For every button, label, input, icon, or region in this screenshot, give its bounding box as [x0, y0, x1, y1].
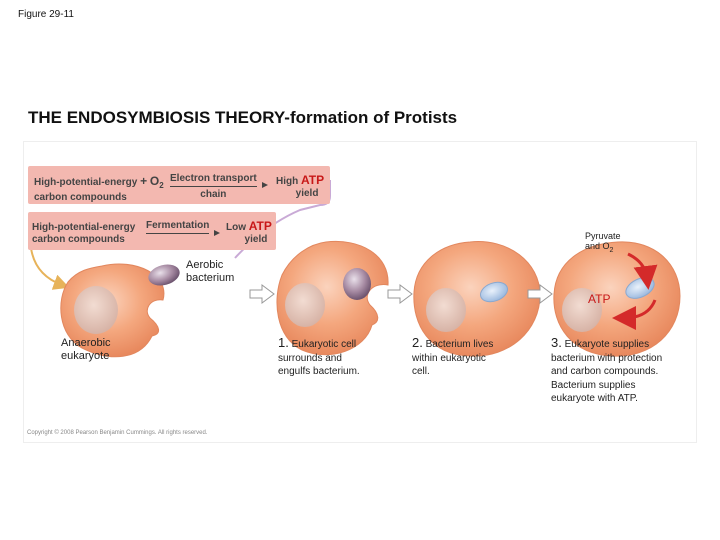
slide-title: THE ENDOSYMBIOSIS THEORY-formation of Pr… [28, 108, 458, 127]
engulfing-cell [276, 240, 389, 356]
step-3-caption: 3. Eukaryote supplies bacterium with pro… [551, 335, 663, 404]
process-arrow-3 [527, 284, 553, 304]
fermentation-arrowhead [214, 230, 220, 236]
exchange-arrow-out [612, 299, 657, 330]
low-atp-yield-label: Low ATP yield [226, 219, 272, 245]
process-arrow-2 [387, 284, 413, 304]
electron-transport-chain-label: Electron transport chain [170, 173, 257, 200]
aerobic-bacterium-label: Aerobic bacterium [186, 259, 235, 284]
step-1-caption: 1. Eukaryotic cell surrounds and engulfs… [278, 335, 360, 377]
anaerobic-connector-arrow [30, 247, 70, 290]
process-arrow-1 [249, 284, 275, 304]
high-atp-yield-label: High ATP yield [276, 173, 325, 199]
engulfed-bacterium [343, 268, 371, 300]
aerobic-arrowhead [262, 182, 268, 188]
atp-output-label: ATP [588, 292, 611, 306]
internal-bacterium-blue [479, 281, 509, 303]
aerobic-process-box [28, 166, 330, 204]
host-cell-with-bacterium [413, 241, 541, 357]
pyruvate-o2-label: Pyruvate and O2 [585, 231, 621, 254]
exchange-arrow-in [627, 252, 658, 290]
anaerobic-eukaryote-cell [60, 263, 165, 358]
fermentation-label: Fermentation [146, 220, 210, 234]
anaerobic-process-box [28, 212, 276, 250]
aerobic-input-label: High-potential-energy + O2 carbon compou… [34, 174, 164, 203]
step-2-caption: 2. Bacterium lives within eukaryotic cel… [412, 335, 494, 377]
anaerobic-eukaryote-label: Anaerobic eukaryote [61, 337, 111, 362]
aerobic-bacterium [148, 264, 180, 286]
anaerobic-input-label: High-potential-energy carbon compounds [32, 222, 136, 245]
figure-label: Figure 29-11 [18, 9, 74, 20]
copyright-notice: Copyright © 2008 Pearson Benjamin Cummin… [27, 430, 208, 436]
